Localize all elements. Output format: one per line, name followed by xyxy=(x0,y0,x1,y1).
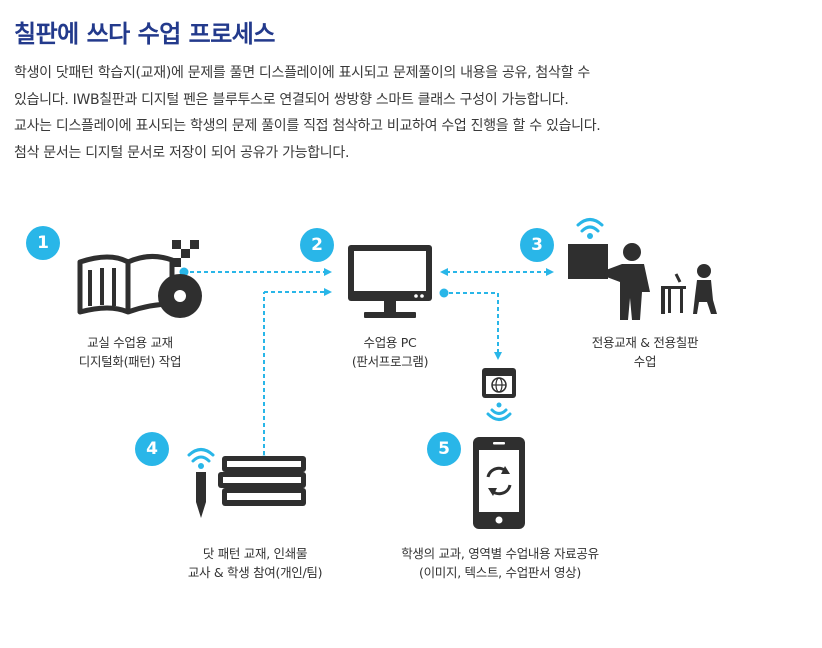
step-badge-5: 5 xyxy=(427,432,461,466)
step-label-line: 전용교재 & 전용칠판 xyxy=(591,335,699,350)
step-label-line: 교실 수업용 교재 xyxy=(87,335,173,350)
smartphone-sync-icon xyxy=(473,437,525,529)
step-badge-2: 2 xyxy=(300,228,334,262)
step-label-1: 교실 수업용 교재 디지털화(패턴) 작업 xyxy=(55,333,205,371)
wifi-icon xyxy=(486,402,512,421)
step-badge-3: 3 xyxy=(520,228,554,262)
book-cd-icon xyxy=(77,240,202,318)
step-label-line: 디지털화(패턴) 작업 xyxy=(78,354,182,369)
connector-pc-to-phone xyxy=(439,288,502,360)
wifi-icon xyxy=(187,448,215,469)
step-label-line: 수업용 PC xyxy=(363,335,417,350)
step-label-line: 닷 패턴 교재, 인쇄물 xyxy=(202,546,308,561)
step-label-line: 수업 xyxy=(633,354,657,369)
globe-icon xyxy=(482,368,516,398)
description-line: 첨삭 문서는 디지털 문서로 저장이 되어 공유가 가능합니다. xyxy=(14,144,350,161)
step-badge-1: 1 xyxy=(26,226,60,260)
step-badge-4: 4 xyxy=(135,432,169,466)
description-line: 교사는 디스플레이에 표시되는 학생의 문제 풀이를 직접 첨삭하고 비교하여 … xyxy=(14,118,601,134)
wifi-icon xyxy=(576,218,604,239)
connector-books-to-pc xyxy=(259,288,332,465)
connector-book-to-pc xyxy=(179,267,332,277)
step-label-3: 전용교재 & 전용칠판 수업 xyxy=(565,333,725,371)
step-label-line: 교사 & 학생 참여(개인/팀) xyxy=(187,565,323,580)
step-label-4: 닷 패턴 교재, 인쇄물 교사 & 학생 참여(개인/팀) xyxy=(160,544,350,582)
page-title: 칠판에 쓰다 수업 프로세스 xyxy=(14,20,275,48)
step-label-line: 학생의 교과, 영역별 수업내용 자료공유 xyxy=(401,546,599,561)
step-label-line: (판서프로그램) xyxy=(351,354,429,369)
monitor-icon xyxy=(348,245,432,318)
description: 학생이 닷패턴 학습지(교재)에 문제를 풀면 디스플레이에 표시되고 문제풀이… xyxy=(14,60,804,166)
step-label-5: 학생의 교과, 영역별 수업내용 자료공유 (이미지, 텍스트, 수업판서 영상… xyxy=(385,544,615,582)
books-pen-icon xyxy=(196,456,306,518)
description-line: 있습니다. IWB칠판과 디지털 펜은 블루투스로 연결되어 쌍방향 스마트 클… xyxy=(14,91,569,108)
step-label-line: (이미지, 텍스트, 수업판서 영상) xyxy=(419,565,581,580)
teacher-board-icon xyxy=(568,243,717,320)
step-label-2: 수업용 PC (판서프로그램) xyxy=(320,333,460,371)
description-line: 학생이 닷패턴 학습지(교재)에 문제를 풀면 디스플레이에 표시되고 문제풀이… xyxy=(14,65,590,81)
